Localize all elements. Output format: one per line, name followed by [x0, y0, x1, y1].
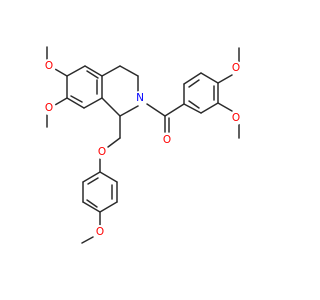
bond	[101, 97, 121, 117]
bond	[81, 236, 94, 244]
bond	[119, 65, 139, 77]
atom-o-ring-top: O	[42, 59, 56, 73]
bond	[86, 199, 98, 208]
bond	[54, 68, 68, 77]
bond	[200, 72, 219, 84]
bond	[188, 79, 200, 88]
bond	[87, 177, 99, 185]
bond	[188, 100, 200, 109]
bond	[82, 201, 101, 213]
atom-o-benzoyl-para: O	[229, 61, 243, 75]
bond	[119, 105, 139, 117]
atom-o-para: O	[93, 225, 107, 239]
atom-label: O	[96, 226, 104, 238]
bond	[183, 72, 202, 85]
atom-o-benzoyl-meta: O	[229, 111, 243, 125]
atom-o-ether: O	[95, 145, 109, 159]
bond	[101, 65, 121, 77]
atom-label: O	[163, 134, 171, 146]
bond	[217, 102, 233, 112]
bond	[86, 70, 99, 79]
atom-o-ring-bottom: O	[42, 101, 56, 115]
atom-label: O	[232, 112, 240, 124]
atom-n: N	[133, 91, 147, 105]
bond	[146, 103, 166, 117]
atom-label: O	[45, 102, 53, 114]
bond	[200, 102, 219, 114]
bond	[66, 97, 85, 109]
molecule-diagram: O O N O O O O O	[42, 46, 243, 244]
atom-label: N	[136, 92, 144, 104]
bond	[183, 103, 202, 114]
atom-label: O	[232, 62, 240, 74]
bond	[164, 103, 185, 117]
atom-labels: O O N O O O O O	[42, 59, 243, 239]
bond	[99, 171, 118, 183]
bond	[84, 65, 103, 77]
bond	[66, 65, 86, 77]
bond	[70, 95, 83, 103]
structure-canvas: O O N O O O O O	[42, 46, 243, 244]
bond	[107, 137, 121, 148]
atom-label: O	[98, 146, 106, 158]
bond	[82, 171, 101, 183]
bond	[54, 97, 68, 106]
bond	[99, 201, 118, 213]
atom-label: O	[45, 60, 53, 72]
bonds	[46, 46, 240, 244]
atom-o-carbonyl: O	[160, 133, 174, 147]
bond	[217, 74, 233, 84]
bond	[83, 97, 103, 109]
